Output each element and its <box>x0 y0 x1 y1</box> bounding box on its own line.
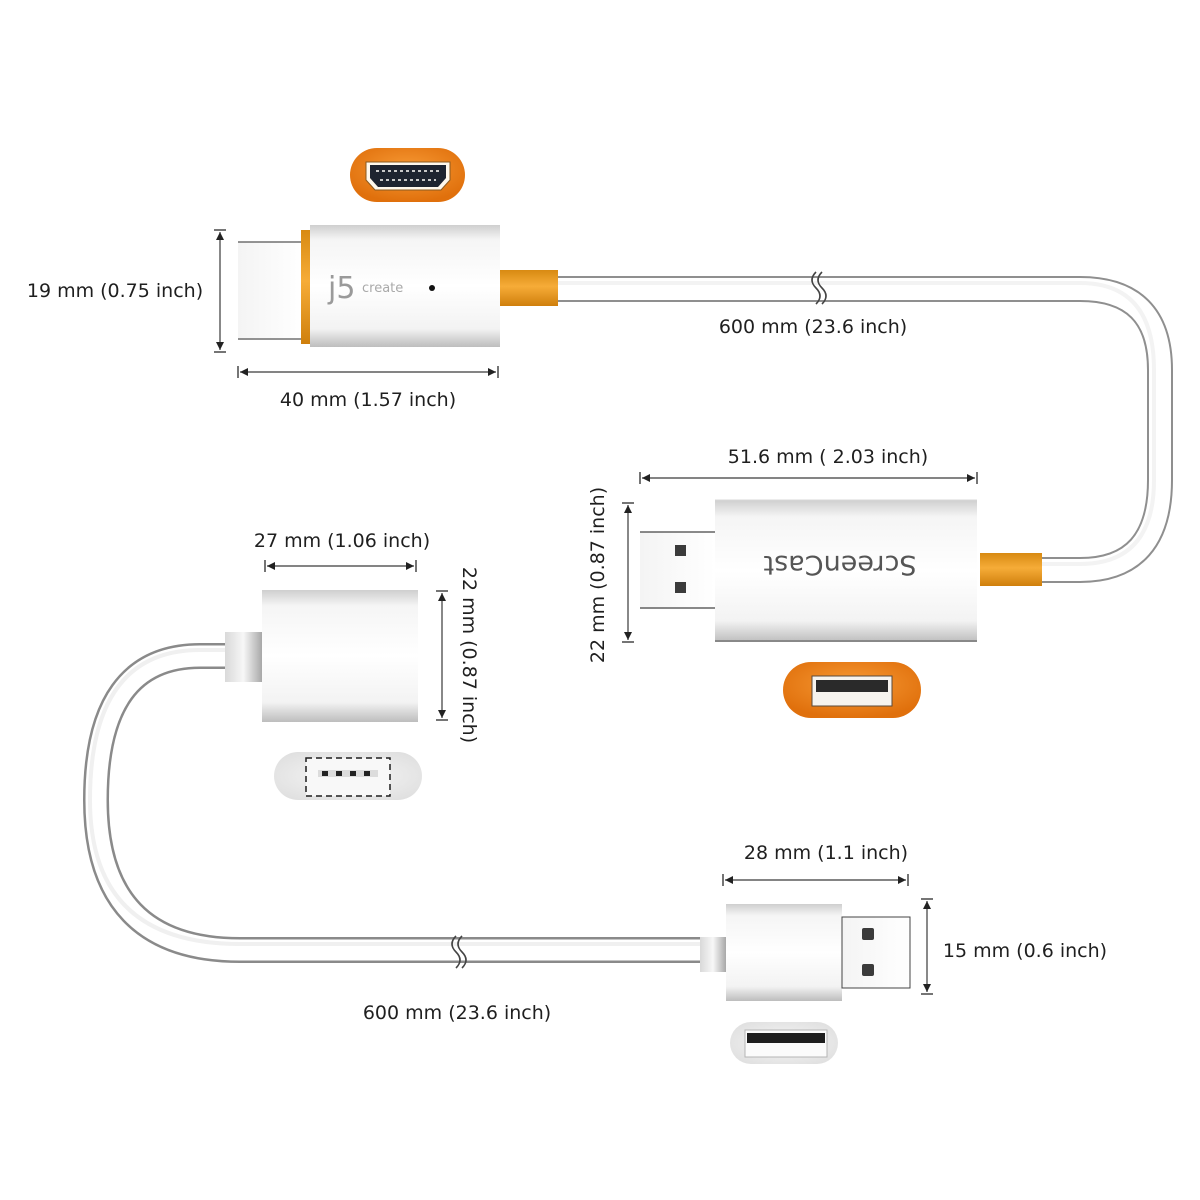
screencast-length-dimension <box>639 472 978 484</box>
usb-a-port-icon <box>730 1022 838 1064</box>
usb-male-connector <box>700 904 911 1001</box>
hdmi-body <box>310 225 500 347</box>
screencast-body <box>715 500 977 642</box>
screencast-usb-plug <box>640 532 715 609</box>
usb-male-cable-sleeve <box>700 937 726 972</box>
usb-male-length-dimension <box>722 874 909 886</box>
led-indicator <box>429 285 435 291</box>
hdmi-plug <box>238 242 305 340</box>
cable-break-icon <box>811 271 827 305</box>
usb-female-height-dimension <box>436 590 448 721</box>
usb-male-plug <box>841 916 911 989</box>
bottom-cable <box>82 643 700 969</box>
usb-female-connector <box>225 590 418 722</box>
top-cable-length-label: 600 mm (23.6 inch) <box>719 316 907 338</box>
usb-male-body <box>726 904 842 1001</box>
hdmi-connector: j5 create <box>238 225 558 347</box>
svg-text:j5: j5 <box>327 271 355 306</box>
hdmi-height-dimension <box>214 229 226 353</box>
bottom-cable-length-label: 600 mm (23.6 inch) <box>363 1002 551 1024</box>
svg-text:create: create <box>362 281 403 296</box>
hdmi-cable-sleeve <box>500 270 558 306</box>
usb-female-body <box>262 590 418 722</box>
hdmi-length-dimension <box>237 366 499 378</box>
usb-a-female-port-icon <box>274 752 422 800</box>
usb-female-height-label: 22 mm (0.87 inch) <box>458 567 480 743</box>
hdmi-height-label: 19 mm (0.75 inch) <box>27 280 203 302</box>
hdmi-length-label: 40 mm (1.57 inch) <box>280 389 456 411</box>
j5create-logo: j5 create <box>327 271 403 306</box>
screencast-height-dimension <box>622 502 634 643</box>
usb-female-cable-sleeve <box>225 632 262 682</box>
cable-break-icon <box>451 935 467 969</box>
hdmi-port-icon <box>350 148 465 202</box>
screencast-brand-text: ScreenCast <box>764 549 917 580</box>
top-cable <box>558 271 1173 583</box>
usb-female-width-label: 27 mm (1.06 inch) <box>254 530 430 552</box>
usb-a-port-icon <box>783 662 921 718</box>
usb-male-height-dimension <box>921 898 933 995</box>
screencast-cable-sleeve <box>980 553 1042 586</box>
screencast-dongle: ScreenCast <box>640 499 1042 642</box>
usb-female-width-dimension <box>264 560 417 572</box>
usb-male-length-label: 28 mm (1.1 inch) <box>744 842 908 864</box>
hdmi-orange-flange <box>301 230 310 344</box>
screencast-length-label: 51.6 mm ( 2.03 inch) <box>728 446 928 468</box>
screencast-height-label: 22 mm (0.87 inch) <box>587 487 609 663</box>
usb-male-height-label: 15 mm (0.6 inch) <box>943 940 1107 962</box>
